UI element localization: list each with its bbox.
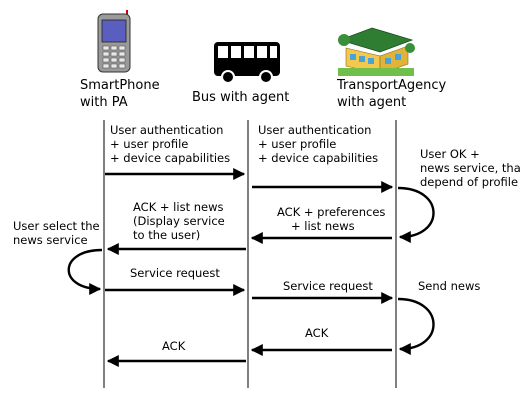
self-loop-phone bbox=[67, 248, 103, 295]
message-label: ACK bbox=[305, 326, 329, 340]
note-user-select: User select the news service bbox=[13, 219, 100, 247]
message-label: + user profile bbox=[110, 137, 188, 151]
actor-agency-label-1: TransportAgency bbox=[336, 78, 447, 93]
message-label: ACK bbox=[162, 339, 186, 353]
message-ack-list-news: ACK + list news (Display service to the … bbox=[106, 200, 246, 255]
actor-agency-label-2: with agent bbox=[337, 95, 406, 110]
actor-phone-label-1: SmartPhone bbox=[80, 78, 160, 93]
message-label: + user profile bbox=[258, 137, 336, 151]
message-ack-preferences: ACK + preferences + list news bbox=[250, 205, 392, 244]
note-label: depend of profile bbox=[420, 175, 518, 189]
note-label: news service, that bbox=[420, 161, 521, 175]
message-label: + device capabilities bbox=[110, 151, 230, 165]
message-label: + device capabilities bbox=[258, 151, 378, 165]
note-label: User select the bbox=[13, 219, 100, 233]
self-loop-agency-2 bbox=[397, 297, 435, 355]
message-auth-bus: User authentication + user profile + dev… bbox=[252, 123, 394, 193]
bus-icon bbox=[214, 42, 280, 84]
actor-bus-label: Bus with agent bbox=[192, 90, 289, 105]
message-label: User authentication bbox=[258, 123, 371, 137]
message-service-request-2: Service request bbox=[252, 279, 394, 304]
message-label: (Display service bbox=[133, 214, 225, 228]
message-label: ACK + list news bbox=[133, 200, 224, 214]
message-ack-bus: ACK bbox=[106, 339, 246, 367]
note-label: news service bbox=[13, 233, 88, 247]
building-icon bbox=[338, 27, 415, 76]
message-label: + list news bbox=[291, 219, 355, 233]
actor-phone-label-2: with PA bbox=[80, 95, 128, 110]
message-auth-phone: User authentication + user profile + dev… bbox=[105, 123, 246, 180]
smartphone-icon bbox=[97, 10, 131, 73]
message-service-request-1: Service request bbox=[105, 266, 246, 296]
message-label: Service request bbox=[283, 279, 373, 293]
message-label: to the user) bbox=[133, 228, 200, 242]
message-label: Service request bbox=[130, 266, 220, 280]
note-send-news: Send news bbox=[418, 279, 480, 293]
note-agency: User OK + news service, that depend of p… bbox=[420, 147, 521, 189]
self-loop-agency-1 bbox=[397, 186, 435, 243]
note-label: User OK + bbox=[420, 147, 480, 161]
message-label: ACK + preferences bbox=[277, 205, 385, 219]
message-ack-agency: ACK bbox=[250, 326, 392, 356]
message-label: User authentication bbox=[110, 123, 223, 137]
